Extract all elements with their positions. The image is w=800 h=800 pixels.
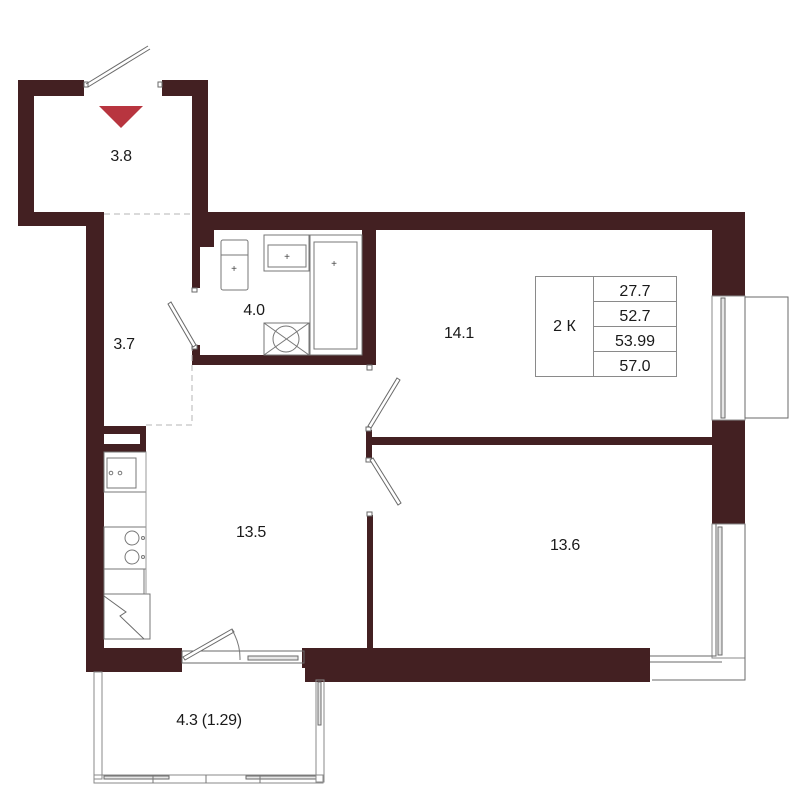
bedroom-door [365,364,401,432]
room-area-kitchen-living: 13.5 [236,524,266,541]
room-area-vestibule: 3.8 [110,148,132,165]
room-area-hallway: 3.7 [113,336,135,353]
svg-text:+: + [284,252,290,263]
gross-area: 57.0 [619,358,651,375]
room-area-balcony: 4.3 (1.29) [176,712,242,729]
bathroom-door [167,287,198,350]
kitchen-fixtures [103,451,151,640]
bay-window-right [711,295,789,421]
apartment-type: 2 К [536,277,594,376]
bathroom-fixtures: + + + [220,234,363,356]
room2-door [365,457,402,517]
entrance-triangle-icon [99,106,143,128]
hallway-zone-outline [104,213,193,426]
washing-machine-icon [263,322,310,356]
living-area: 27.7 [594,277,676,302]
area-values: 27.7 52.7 53.99 57.0 [594,277,676,376]
entrance-door [83,45,163,88]
total-area-with-balcony: 53.99 [594,327,676,352]
room-area-bedroom: 14.1 [444,325,474,342]
svg-text:+: + [231,264,237,275]
window-right-lower [650,523,746,681]
walls [18,80,745,682]
balcony-door [181,628,305,664]
balcony-outline [93,671,325,784]
room-area-bathroom: 4.0 [243,302,265,319]
toilet-icon [220,239,249,291]
svg-text:+: + [331,259,337,270]
total-area: 52.7 [594,302,676,327]
room-area-room-2: 13.6 [550,537,580,554]
stove-icon [103,526,147,570]
apartment-spec-table: 2 К 27.7 52.7 53.99 57.0 [535,276,677,377]
